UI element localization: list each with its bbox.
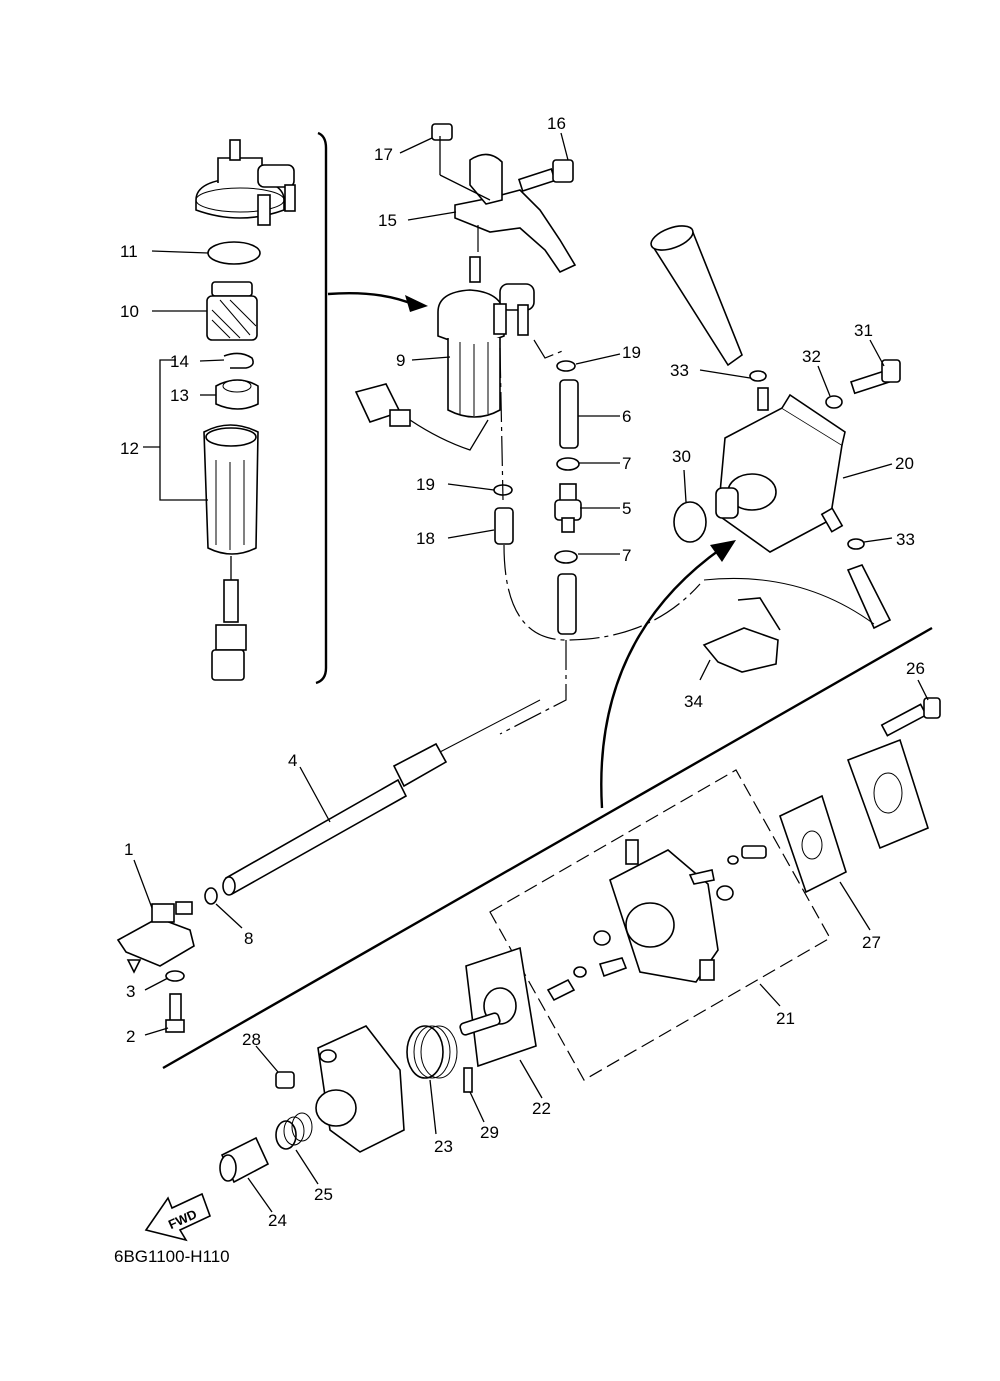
small-parts-21 bbox=[546, 845, 767, 1002]
callout-5: 5 bbox=[622, 499, 631, 518]
callout-30: 30 bbox=[672, 447, 691, 466]
callout-1: 1 bbox=[124, 840, 133, 859]
callout-22: 22 bbox=[532, 1099, 551, 1118]
hose-18 bbox=[494, 507, 514, 545]
filter-element-10 bbox=[206, 281, 258, 341]
cover-plate bbox=[846, 738, 929, 850]
callout-15: 15 bbox=[378, 211, 397, 230]
washer-32 bbox=[825, 395, 843, 409]
callout-11: 11 bbox=[120, 242, 138, 261]
assembly-21-boundary bbox=[489, 769, 831, 1081]
fuel-pump-20 bbox=[715, 387, 846, 553]
callout-4: 4 bbox=[288, 751, 297, 770]
callout-18: 18 bbox=[416, 529, 435, 548]
callout-6: 6 bbox=[622, 407, 631, 426]
plunger-24 bbox=[219, 1136, 270, 1184]
callout-7a: 7 bbox=[622, 454, 631, 473]
connection-lines-9 bbox=[477, 225, 566, 501]
callout-10: 10 bbox=[120, 302, 139, 321]
fuel-joint-1 bbox=[116, 901, 195, 974]
fuel-filter-9 bbox=[437, 256, 535, 418]
callout-33b: 33 bbox=[896, 530, 915, 549]
o-ring-11 bbox=[207, 241, 261, 265]
fwd-arrow-icon: FWD bbox=[144, 1192, 212, 1242]
diaphragm-22 bbox=[459, 946, 537, 1068]
clip-14 bbox=[223, 352, 254, 369]
filter-head-top bbox=[195, 139, 296, 226]
callout-labels: 1 2 3 4 5 6 7 7 8 9 10 11 12 13 14 15 16… bbox=[120, 114, 925, 1230]
callout-3: 3 bbox=[126, 982, 135, 1001]
washer-3 bbox=[165, 970, 185, 982]
nut-13 bbox=[215, 379, 259, 410]
wiring-connector bbox=[354, 383, 489, 451]
callout-19a: 19 bbox=[622, 343, 641, 362]
pump-body-21 bbox=[609, 839, 719, 983]
callout-20: 20 bbox=[895, 454, 914, 473]
callout-9: 9 bbox=[396, 351, 405, 370]
pump-shaft-top bbox=[650, 225, 743, 367]
callout-21: 21 bbox=[776, 1009, 795, 1028]
callout-32: 32 bbox=[802, 347, 821, 366]
filter-cup-12 bbox=[203, 424, 259, 681]
hose-6 bbox=[559, 379, 579, 449]
fuel-hose-4 bbox=[222, 699, 541, 896]
callout-28: 28 bbox=[242, 1030, 261, 1049]
o-ring-30 bbox=[673, 501, 707, 543]
clamp-7b bbox=[554, 550, 578, 564]
callout-12: 12 bbox=[120, 439, 139, 458]
clip-33 bbox=[749, 370, 865, 550]
callout-24: 24 bbox=[268, 1211, 287, 1230]
group-12-bracket bbox=[143, 359, 208, 501]
callout-23: 23 bbox=[434, 1137, 453, 1156]
inset-bracket bbox=[315, 131, 428, 685]
callout-25: 25 bbox=[314, 1185, 333, 1204]
pin-29 bbox=[463, 1067, 473, 1093]
callout-16: 16 bbox=[547, 114, 566, 133]
callout-8: 8 bbox=[244, 929, 253, 948]
bracket-15 bbox=[454, 153, 577, 274]
callout-7b: 7 bbox=[622, 546, 631, 565]
callout-33a: 33 bbox=[670, 361, 689, 380]
callout-31: 31 bbox=[854, 321, 873, 340]
leader-lines bbox=[133, 132, 929, 1213]
clamp-7a bbox=[556, 457, 580, 471]
callout-29: 29 bbox=[480, 1123, 499, 1142]
gasket-27 bbox=[779, 794, 847, 894]
bolt-26 bbox=[880, 697, 941, 737]
diagram-code: 6BG1100-H110 bbox=[114, 1247, 230, 1266]
callout-14: 14 bbox=[170, 352, 189, 371]
flow-arrow bbox=[600, 540, 736, 809]
callout-26: 26 bbox=[906, 659, 925, 678]
clip-8 bbox=[204, 887, 218, 905]
callout-19b: 19 bbox=[416, 475, 435, 494]
spring-23 bbox=[406, 1025, 458, 1079]
section-divider bbox=[162, 626, 933, 1070]
bolt-16 bbox=[517, 159, 574, 192]
pump-outlet-hose bbox=[703, 564, 892, 630]
callout-27: 27 bbox=[862, 933, 881, 952]
callout-17: 17 bbox=[374, 145, 393, 164]
pump-housing bbox=[315, 1025, 405, 1153]
nut-28 bbox=[275, 1071, 295, 1089]
spring-25 bbox=[275, 1112, 313, 1150]
bolt-31 bbox=[850, 359, 901, 395]
hose-clip-34 bbox=[702, 597, 781, 673]
nut-17 bbox=[431, 123, 453, 141]
joint-5 bbox=[554, 483, 582, 533]
bolt-2 bbox=[165, 993, 185, 1033]
callout-13: 13 bbox=[170, 386, 189, 405]
callout-34: 34 bbox=[684, 692, 703, 711]
callout-2: 2 bbox=[126, 1027, 135, 1046]
lower-hose bbox=[499, 544, 701, 735]
